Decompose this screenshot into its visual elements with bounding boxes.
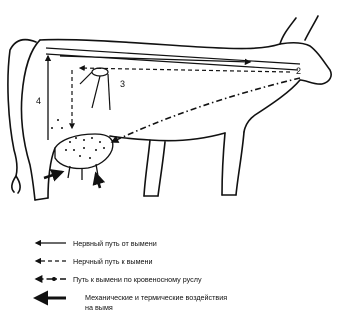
blood-route-path: [112, 78, 300, 142]
legend-label: Механические и термические воздействия: [85, 293, 227, 302]
legend-item-mech-thermal: Механические и термические воздействия н…: [36, 293, 227, 312]
legend-item-nerve-to-udder: Нерчный путь к вымени: [36, 257, 153, 266]
legend-label-continued: на вымя: [85, 303, 113, 312]
mech-arrows: [44, 172, 100, 188]
legend-item-nerve-from-udder: Нервный путь от вымени: [36, 239, 157, 248]
legend-label: Путь к вымени по кровеносному руслу: [73, 275, 202, 284]
label-4: 4: [36, 96, 41, 106]
legend-label: Нерчный путь к вымени: [73, 257, 153, 266]
label-3: 3: [120, 79, 125, 89]
legend-item-blood-route: Путь к вымени по кровеносному руслу: [36, 275, 202, 284]
cow-outline: [8, 16, 331, 200]
legend: Нервный путь от вымени Нерчный путь к вы…: [36, 239, 227, 312]
legend-dot-icon: [52, 277, 56, 281]
nerve-to-udder-path: [72, 68, 290, 128]
nerve-from-udder-path: [48, 56, 250, 140]
udder-stipple: [51, 119, 105, 159]
gland-symbol: [80, 68, 110, 110]
label-2: 2: [296, 66, 301, 76]
legend-label: Нервный путь от вымени: [73, 239, 157, 248]
